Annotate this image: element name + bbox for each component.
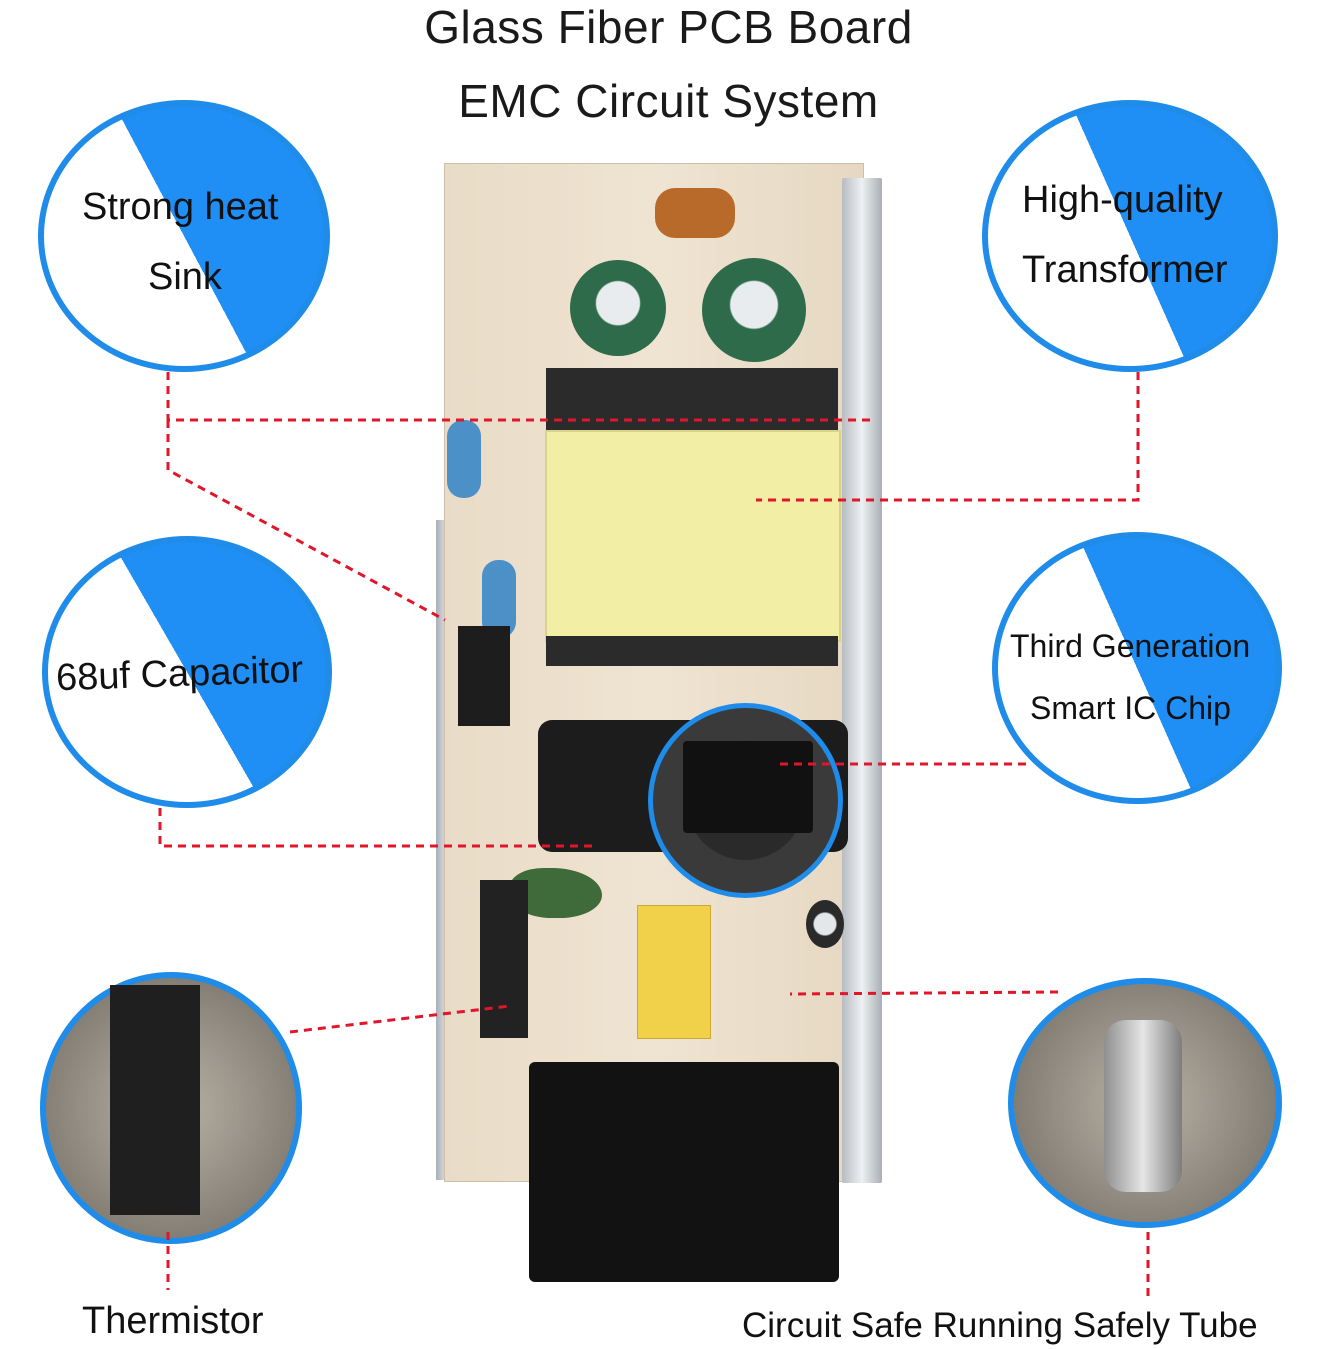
ic-chip-callout-circle [992,532,1282,804]
title-line-2: EMC Circuit System [458,75,879,127]
ic-chip [683,741,813,833]
thermistor-label: Thermistor [82,1300,264,1342]
title-line-1: Glass Fiber PCB Board [424,1,913,53]
inductor [655,188,735,238]
ic-chip-label-line1: Third Generation [1010,628,1251,664]
thermistor-part [110,985,200,1215]
heat-sink-callout-circle [38,100,330,372]
small-capacitor [570,260,666,356]
small-capacitor [806,900,844,948]
ac-power-socket [529,1062,839,1282]
fuse-tube-part [1104,1020,1182,1192]
heat-sink-label-line1: Strong heat [82,186,279,228]
transformer-coil [546,636,838,666]
transformer-label-line1: High-quality [1022,179,1223,221]
transformer-callout-circle [982,100,1278,372]
heatsink-right [842,178,882,1183]
transformer-label-line2: Transformer [1022,249,1228,291]
ic-chip-label-line2: Smart IC Chip [1030,690,1231,726]
heat-sink-label-line2: Sink [148,256,222,298]
capacitor-label: 68uf Capacitor [55,648,304,700]
x-capacitor [637,905,711,1039]
common-mode-choke [480,880,528,1038]
fuse-label: Circuit Safe Running Safely Tube [742,1306,1258,1345]
transformer-coil [546,368,838,430]
small-capacitor [702,258,806,362]
mosfet [458,626,510,726]
blue-capacitor [447,420,481,498]
transformer [545,430,841,642]
